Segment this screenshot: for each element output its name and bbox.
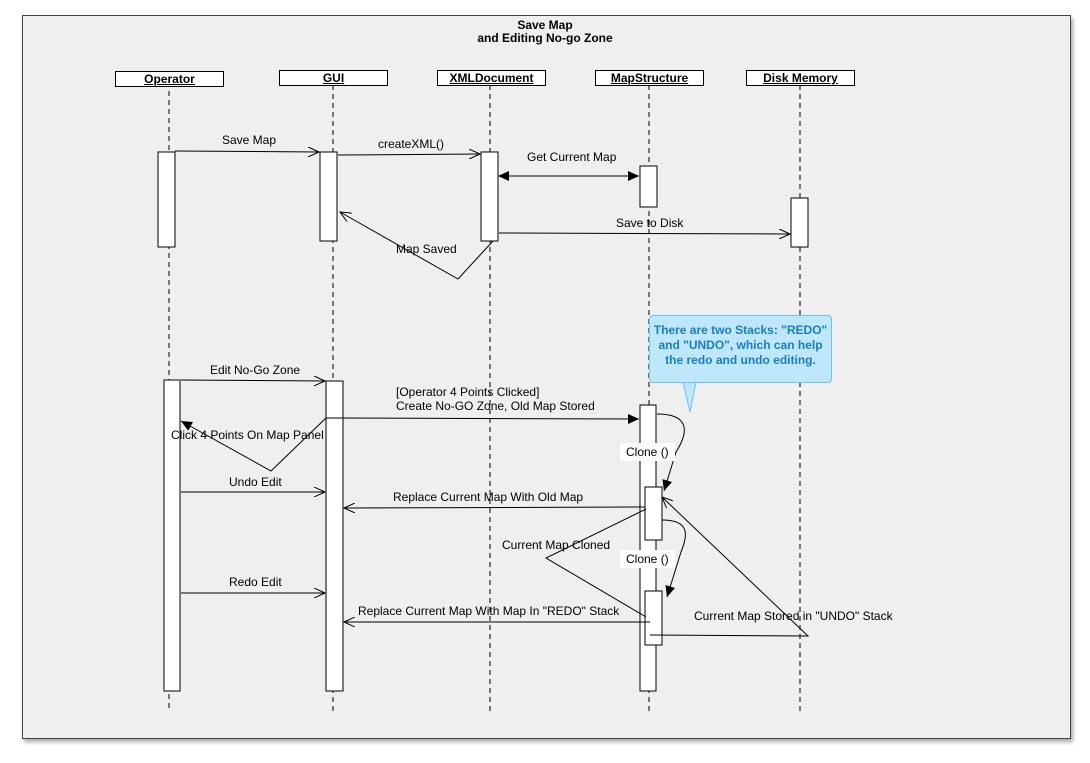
save-to-disk-label: Save to Disk [616, 216, 684, 230]
save-map-arrow [174, 151, 319, 152]
current-map-cloned-arrow [544, 508, 647, 618]
mapstructure-lifeline-header: MapStructure [595, 70, 704, 86]
diagram-title-line2: and Editing No-go Zone [477, 31, 613, 45]
get-current-map-label: Get Current Map [527, 150, 617, 164]
disk-memory-lifeline-header: Disk Memory [746, 70, 855, 86]
mapstructure-activation-undo [644, 486, 663, 541]
stacks-note: There are two Stacks: "REDO" and "UNDO",… [649, 315, 832, 383]
clone-1-self-arrow [656, 413, 685, 492]
gui-activation-edit [325, 380, 344, 692]
xmldocument-lifeline-header: XMLDocument [437, 70, 546, 86]
clone-1-label: Clone () [620, 443, 675, 461]
click-4-points-label: Click 4 Points On Map Panel [171, 428, 324, 442]
click-4-points-return-arrow [180, 417, 327, 472]
gui-lifeline-header: GUI [279, 70, 388, 86]
operator-activation-edit [163, 379, 181, 692]
replace-old-map-label: Replace Current Map With Old Map [393, 490, 584, 504]
note-line-1: There are two Stacks: "REDO" [653, 323, 828, 337]
edit-no-go-zone-arrow [180, 380, 325, 381]
redo-edit-label: Redo Edit [229, 575, 282, 589]
map-saved-return-arrow [340, 212, 494, 280]
note-line-3: the redo and undo editing. [665, 353, 816, 367]
save-map-label: Save Map [222, 133, 277, 147]
mapstructure-activation-redo [644, 590, 663, 646]
gui-activation-save [319, 151, 338, 242]
note-line-2: and "UNDO", which can help [658, 338, 823, 352]
save-to-disk-arrow [498, 233, 790, 234]
clone-2-label: Clone () [620, 550, 675, 568]
create-xml-arrow [337, 154, 480, 155]
operator-clicked-label: [Operator 4 Points Clicked] [396, 385, 540, 399]
current-map-stored-undo-arrow [649, 497, 810, 637]
operator-activation-save [157, 151, 176, 248]
create-no-go-zone-label: Create No-GO Zone, Old Map Stored [396, 399, 595, 413]
current-map-cloned-label: Current Map Cloned [502, 538, 611, 552]
diagram-title-line1: Save Map [517, 18, 573, 32]
note-callout-tail [682, 381, 697, 413]
operator-lifeline-header: Operator [115, 71, 224, 87]
clone-2-self-arrow [661, 519, 686, 598]
create-xml-label: createXML() [378, 137, 445, 151]
edit-no-go-zone-label: Edit No-Go Zone [210, 363, 301, 377]
xmldocument-activation [480, 151, 499, 242]
diagram-frame [22, 15, 1071, 739]
undo-edit-label: Undo Edit [229, 475, 282, 489]
current-map-stored-undo-label: Current Map Stored in "UNDO" Stack [694, 609, 893, 623]
create-no-go-zone-arrow [325, 413, 640, 424]
disk-memory-activation [790, 197, 809, 248]
replace-redo-map-label: Replace Current Map With Map In "REDO" S… [358, 604, 620, 618]
replace-old-map-arrow [344, 507, 646, 508]
map-saved-label: Map Saved [396, 242, 457, 256]
mapstructure-activation-get [639, 165, 658, 208]
